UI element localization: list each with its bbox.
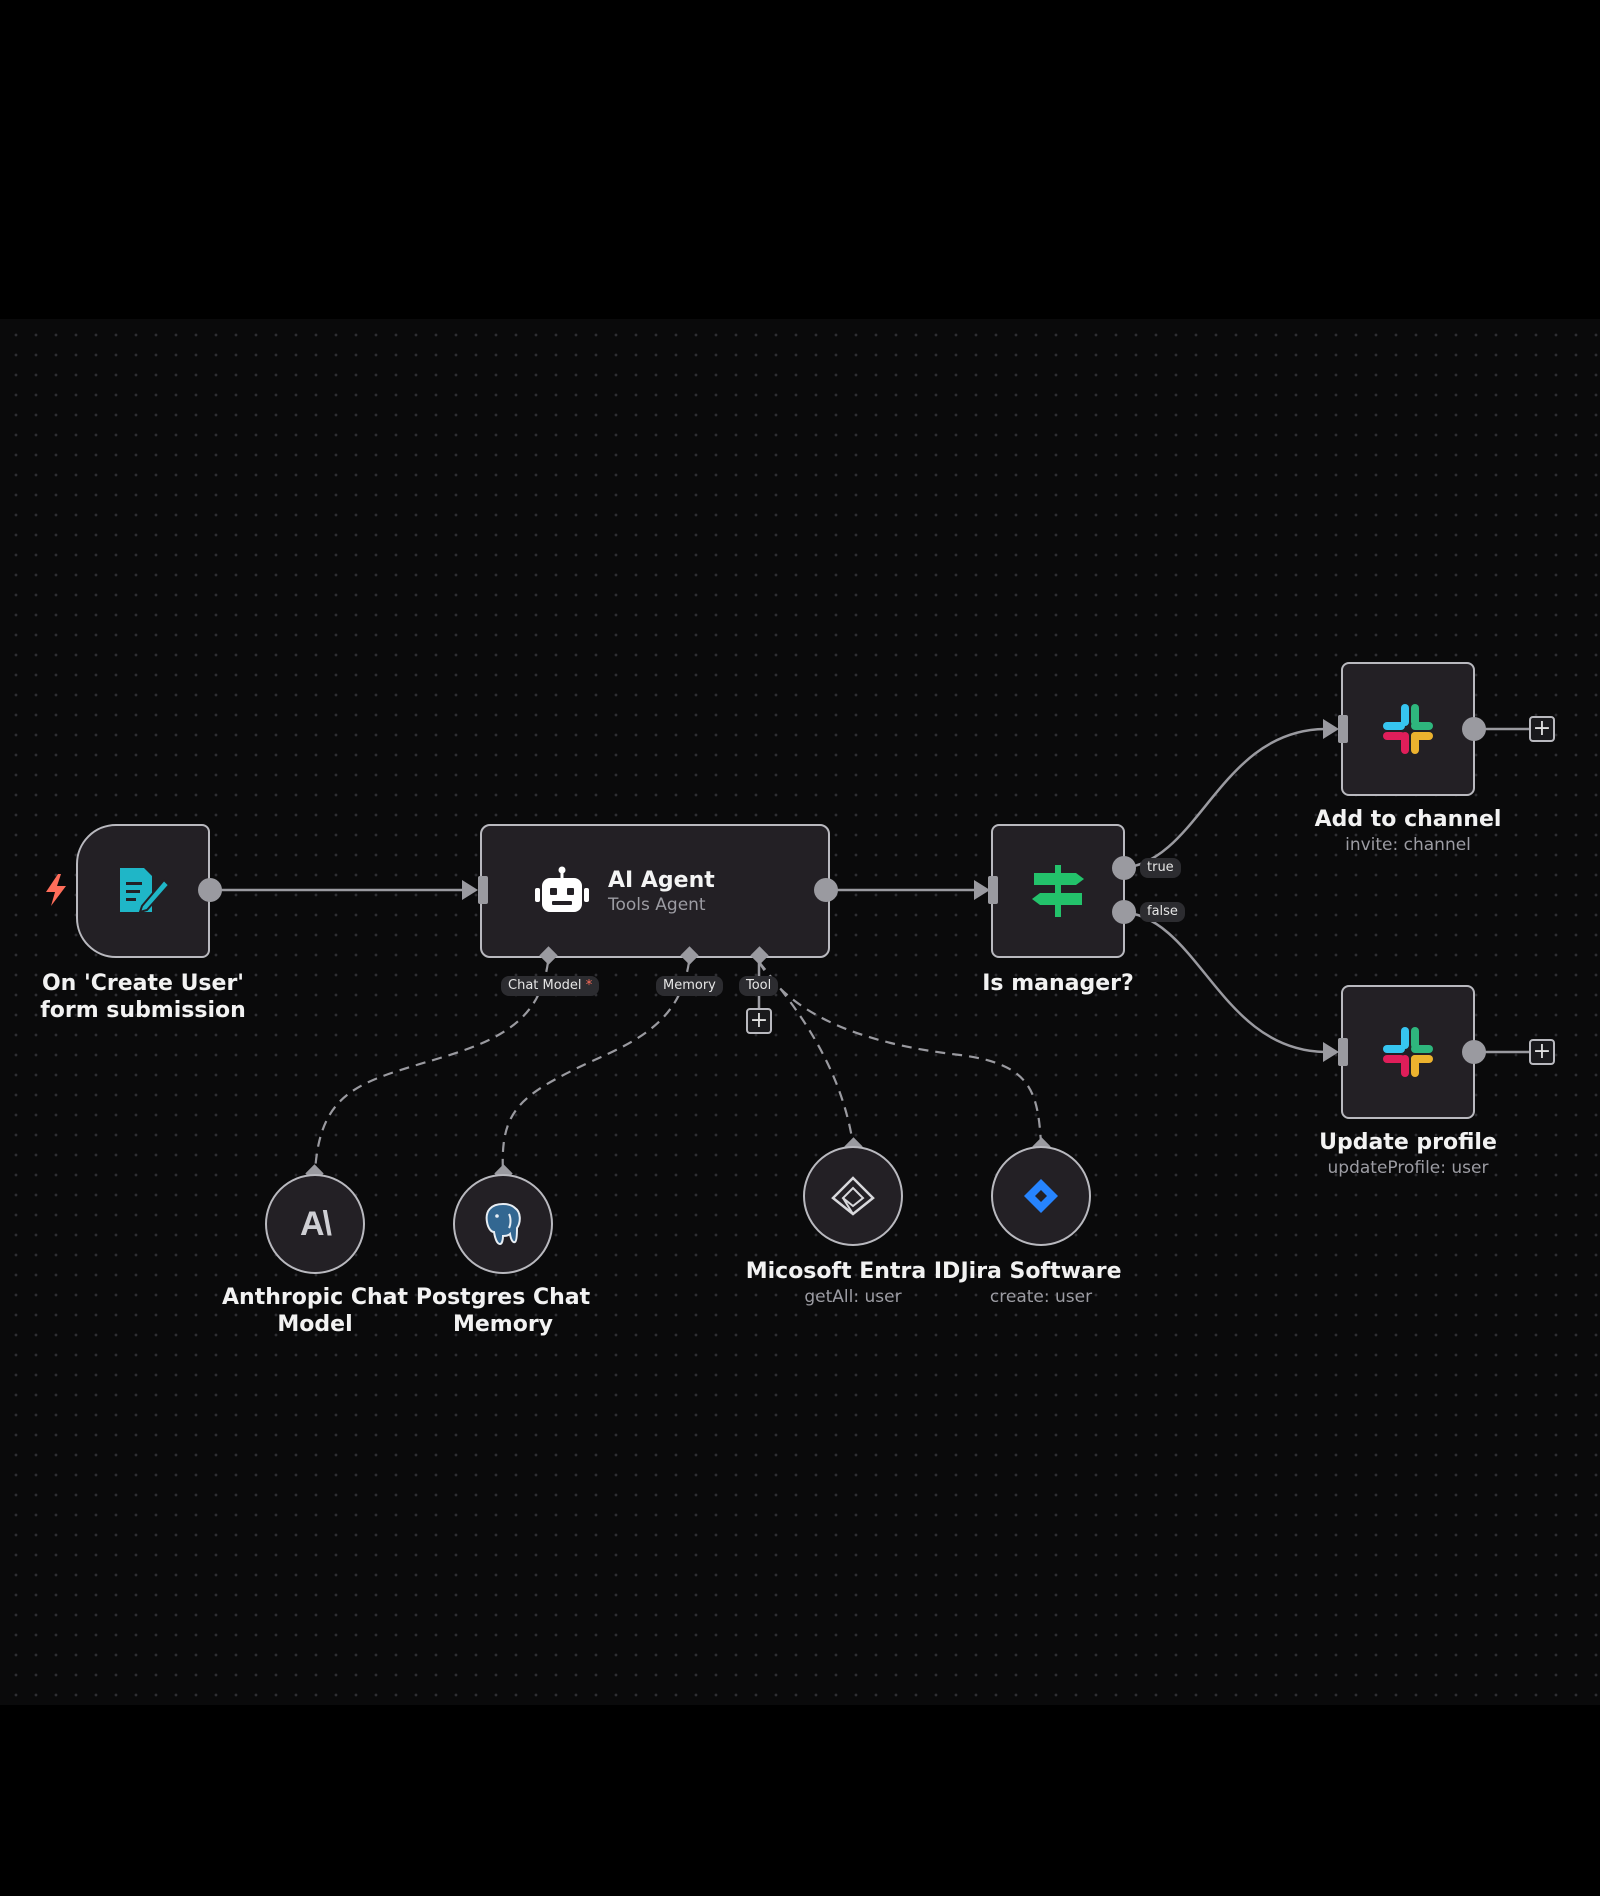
anthropic-icon: A\ — [300, 1204, 332, 1243]
update-profile-subtitle: updateProfile: user — [1327, 1158, 1489, 1178]
entra-label: Micosoft Entra ID getAll: user — [745, 1259, 961, 1307]
form-trigger-label: On 'Create User' form submission — [40, 971, 246, 1023]
false-branch-label: false — [1140, 902, 1185, 922]
arrow-if-in — [974, 880, 990, 900]
is-manager-label: Is manager? — [982, 971, 1134, 996]
wire-false-update — [1123, 910, 1326, 1054]
ai-agent-node[interactable]: AI Agent Tools Agent — [480, 824, 830, 958]
workflow-canvas[interactable] — [0, 319, 1600, 1705]
slack-icon — [1381, 702, 1435, 756]
add-after-channel-button[interactable]: + — [1529, 716, 1555, 742]
wire-true-add — [1123, 727, 1326, 870]
update-profile-input-handle[interactable] — [1338, 1038, 1348, 1066]
tool-port-label: Tool — [739, 976, 779, 996]
trigger-output-handle[interactable] — [198, 878, 222, 902]
entra-id-icon — [831, 1176, 875, 1216]
agent-input-handle[interactable] — [478, 876, 488, 904]
postgres-label: Postgres Chat Memory — [415, 1285, 591, 1337]
update-profile-label: Update profile updateProfile: user — [1319, 1130, 1497, 1178]
arrow-add-in — [1323, 719, 1339, 739]
add-to-channel-node[interactable] — [1341, 662, 1475, 796]
ai-agent-title: AI Agent — [608, 867, 715, 893]
true-branch-label: true — [1140, 858, 1181, 878]
update-profile-node[interactable] — [1341, 985, 1475, 1119]
slack-icon — [1381, 1025, 1435, 1079]
required-marker: * — [585, 978, 593, 993]
add-to-channel-label: Add to channel invite: channel — [1314, 807, 1502, 855]
memory-port-label: Memory — [656, 976, 723, 996]
wire-tool-jira — [758, 961, 1043, 1145]
if-true-handle[interactable] — [1112, 856, 1136, 880]
add-to-channel-subtitle: invite: channel — [1345, 835, 1471, 855]
anthropic-label: Anthropic Chat Model — [222, 1285, 408, 1337]
jira-software-node[interactable] — [991, 1146, 1091, 1246]
is-manager-node[interactable] — [991, 824, 1125, 958]
robot-icon — [534, 866, 590, 916]
entra-subtitle: getAll: user — [804, 1287, 902, 1307]
wire-chatmodel-anthropic — [313, 961, 550, 1173]
postgres-elephant-icon — [483, 1202, 523, 1246]
add-channel-output-handle[interactable] — [1462, 717, 1486, 741]
arrow-agent-in — [462, 880, 478, 900]
postgres-chat-memory-node[interactable] — [453, 1174, 553, 1274]
if-input-handle[interactable] — [988, 876, 998, 904]
signpost-icon — [1030, 863, 1086, 919]
if-false-handle[interactable] — [1112, 900, 1136, 924]
arrow-update-in — [1323, 1042, 1339, 1062]
trigger-bolt-icon — [44, 874, 68, 906]
add-tool-button[interactable]: + — [746, 1008, 772, 1034]
entra-id-node[interactable] — [803, 1146, 903, 1246]
jira-subtitle: create: user — [989, 1287, 1093, 1307]
wire-memory-postgres — [501, 961, 691, 1173]
ai-agent-text: AI Agent Tools Agent — [608, 868, 715, 915]
chat-model-port-label: Chat Model * — [501, 976, 600, 996]
form-trigger-node[interactable] — [76, 824, 210, 958]
update-profile-output-handle[interactable] — [1462, 1040, 1486, 1064]
agent-output-handle[interactable] — [814, 878, 838, 902]
ai-agent-subtitle: Tools Agent — [608, 894, 706, 915]
jira-label: Jira Software create: user — [960, 1259, 1122, 1307]
anthropic-chat-model-node[interactable]: A\ — [265, 1174, 365, 1274]
add-channel-input-handle[interactable] — [1338, 715, 1348, 743]
add-after-profile-button[interactable]: + — [1529, 1039, 1555, 1065]
jira-icon — [1022, 1177, 1060, 1215]
form-edit-icon — [116, 866, 170, 916]
